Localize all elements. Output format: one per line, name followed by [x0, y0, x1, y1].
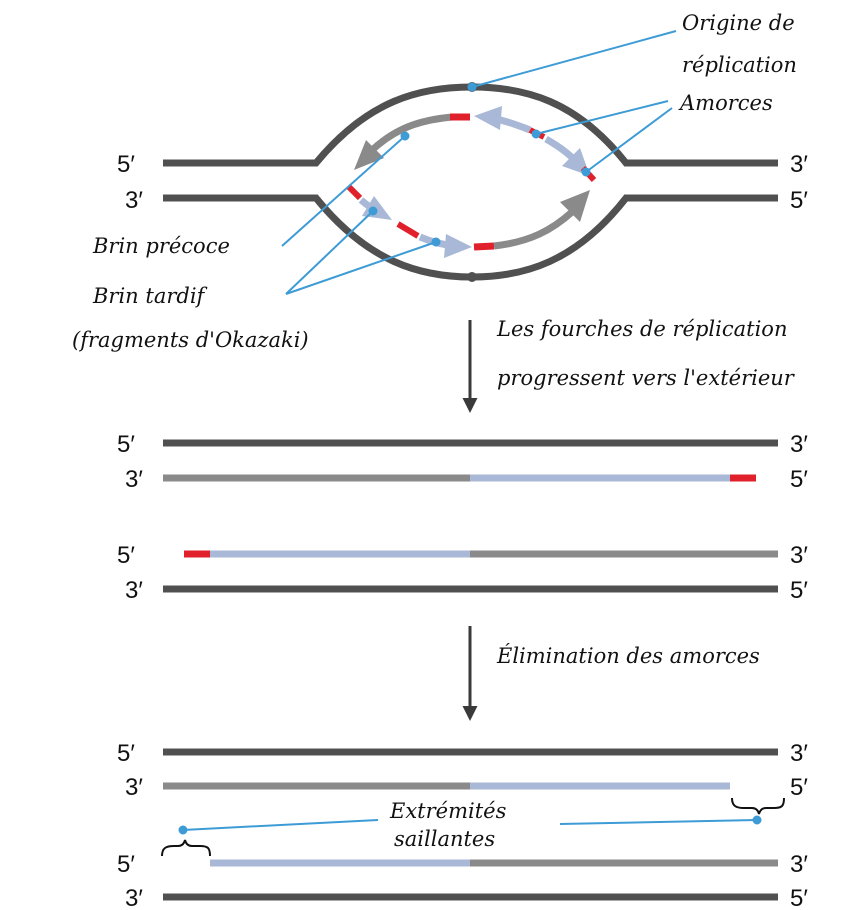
bottom-leading-primer: [473, 242, 495, 251]
duplex2-bottom-right-end: 5′: [790, 577, 808, 604]
lagging-pointer-1-dot: [368, 206, 378, 216]
overhang-pointer-left-dot: [178, 825, 188, 835]
duplex1-top-left-end: 5′: [117, 431, 135, 458]
step2-label: Élimination des amorces: [496, 644, 760, 668]
overhang-pointer-right-dot: [752, 815, 762, 825]
bottom-leading-arrowhead: [560, 190, 590, 222]
pointer-lines: [281, 30, 677, 295]
duplex1-bottom-left-end: 3′: [125, 466, 143, 493]
primer-pointer-1: [535, 100, 669, 135]
duplex3-bottom-right-end: 5′: [790, 774, 808, 801]
origin-dot-bottom: [467, 272, 477, 282]
overhang-label-line1: Extrémités: [389, 799, 507, 823]
lagging-strand-label-line2: (fragments d'Okazaki): [72, 328, 309, 352]
primer-pointer-2-dot: [581, 167, 591, 177]
bottom-lagging-arrowhead-2: [444, 234, 472, 258]
bottom-lagging-primer-2: [396, 221, 420, 239]
duplex4-bottom-left-end: 3′: [125, 885, 143, 910]
bubble-bottom-left-end: 3′: [125, 187, 143, 214]
bubble-bottom-right-end: 5′: [790, 187, 808, 214]
duplex3-top-left-end: 5′: [117, 740, 135, 767]
duplex-1: 5′ 3′ 3′ 5′: [117, 431, 808, 493]
overhang-pointer-left: [182, 819, 379, 831]
duplex1-top-right-end: 3′: [790, 431, 808, 458]
overhang-brace-right: [731, 797, 785, 815]
lagging-pointer-1: [285, 210, 374, 295]
bottom-parental-strand: [163, 194, 778, 281]
step1-label-line1: Les fourches de réplication: [496, 317, 787, 341]
origin-label-line1: Origine de: [682, 11, 795, 35]
lagging-pointer-2-dot: [431, 237, 441, 247]
origin-pointer: [471, 30, 677, 88]
lagging-strand-label-line1: Brin tardif: [92, 284, 208, 308]
duplex4-bottom-right-end: 5′: [790, 885, 808, 910]
duplex1-bottom-right-end: 5′: [790, 466, 808, 493]
duplex4-top-right-end: 3′: [790, 851, 808, 878]
duplex2-top-left-end: 5′: [117, 542, 135, 569]
top-leading-strand: [367, 113, 453, 155]
primer-pointer-2: [585, 107, 673, 173]
duplex2-bottom-left-end: 3′: [125, 577, 143, 604]
bubble-top-right-end: 3′: [790, 151, 808, 178]
origin-pointer-dot: [467, 82, 477, 92]
overhang-pointer-right: [559, 819, 758, 825]
primer-pointer-1-dot: [531, 129, 541, 139]
top-leading-arrowhead: [354, 140, 384, 170]
step1-label-line2: progressent vers l'extérieur: [497, 366, 796, 390]
lagging-pointer-2: [285, 241, 437, 295]
duplex2-top-right-end: 3′: [790, 542, 808, 569]
duplex-4: 5′ 3′ 3′ 5′: [117, 851, 808, 910]
duplex3-top-right-end: 3′: [790, 740, 808, 767]
primers-label: Amorces: [678, 91, 773, 115]
leading-pointer-dot: [400, 131, 410, 141]
overhang-brace-left: [161, 839, 211, 857]
origin-label-line2: réplication: [682, 53, 797, 77]
duplex-2: 5′ 3′ 3′ 5′: [117, 542, 808, 604]
top-lagging-arrowhead: [474, 106, 502, 130]
overhang-pointers: [178, 815, 762, 835]
duplex-3: 5′ 3′ 3′ 5′: [117, 740, 808, 801]
bubble-top-left-end: 5′: [117, 151, 135, 178]
overhang-label-line2: saillantes: [394, 827, 495, 851]
leading-pointer: [281, 135, 406, 247]
bottom-lagging-primer: [345, 183, 363, 201]
bottom-leading-strand: [493, 209, 575, 250]
replication-bubble: [163, 83, 778, 281]
leading-strand-label: Brin précoce: [92, 234, 230, 258]
duplex3-bottom-left-end: 3′: [125, 774, 143, 801]
duplex4-top-left-end: 5′: [117, 851, 135, 878]
